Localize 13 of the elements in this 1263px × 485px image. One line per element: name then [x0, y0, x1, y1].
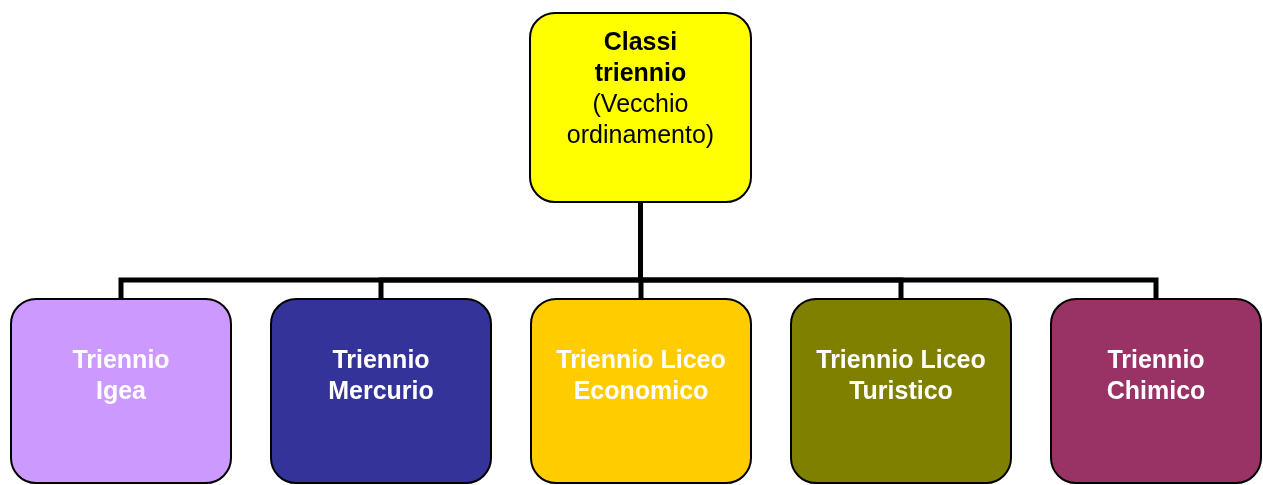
- box-title: Triennio Liceo Economico: [555, 344, 727, 406]
- category-box: [790, 298, 1012, 484]
- box-subtitle: (Vecchio ordinamento): [565, 88, 716, 150]
- box-title: Triennio Liceo Turistico: [815, 344, 987, 406]
- box-title: Triennio Igea: [71, 344, 171, 406]
- category-box: [530, 298, 752, 484]
- box-title: Classi triennio: [593, 26, 688, 88]
- category-box: [270, 298, 492, 484]
- category-box: [1050, 298, 1262, 484]
- category-box: [10, 298, 232, 484]
- box-title: Triennio Mercurio: [327, 344, 435, 406]
- root-box: [529, 12, 752, 203]
- box-title: Triennio Chimico: [1105, 344, 1207, 406]
